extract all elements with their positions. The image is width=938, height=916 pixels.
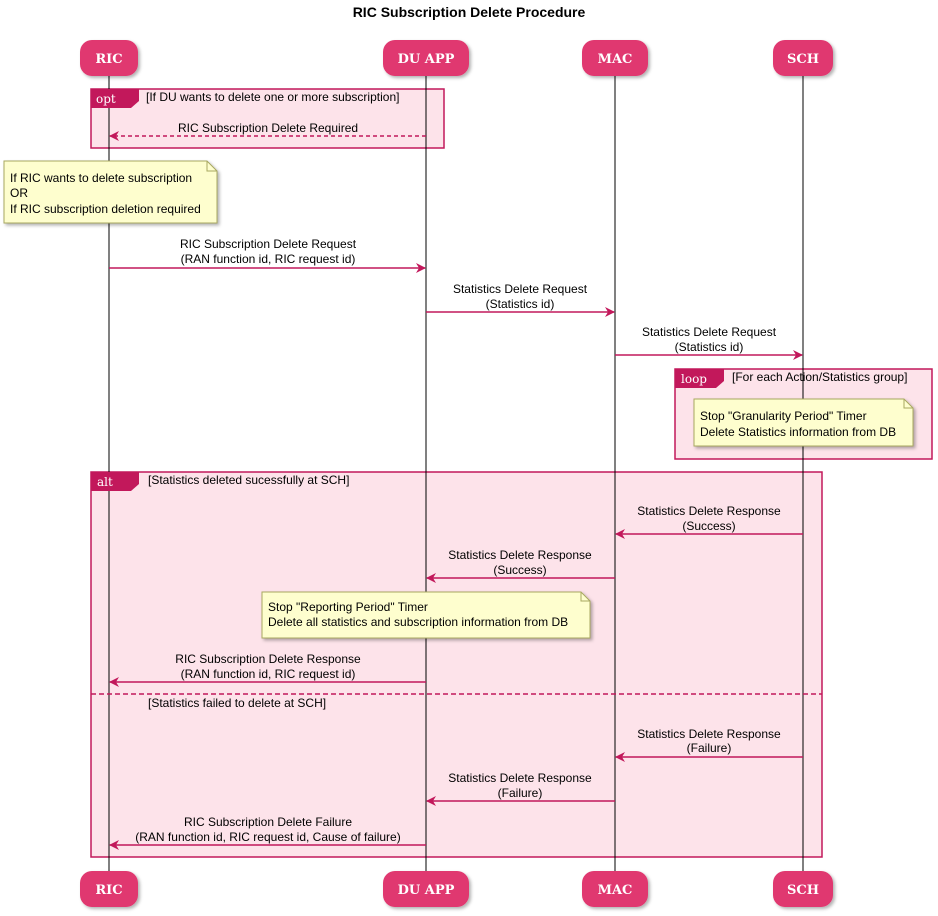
message-stats-delete-response-failure-sch: Statistics Delete Response (Failure) — [615, 727, 803, 762]
message-stats-delete-response-failure-mac: Statistics Delete Response (Failure) — [426, 771, 615, 806]
opt-fragment-header: opt [If DU wants to delete one or more s… — [91, 89, 399, 108]
message-stats-delete-request-mac: Statistics Delete Request (Statistics id… — [426, 282, 615, 317]
message-label-line-1: RIC Subscription Delete Failure — [184, 815, 352, 829]
participant-label: DU APP — [398, 883, 455, 898]
participant-label: MAC — [598, 52, 633, 67]
note-du-timer — [261, 591, 591, 639]
opt-tab — [91, 89, 139, 108]
message-stats-delete-request-sch: Statistics Delete Request (Statistics id… — [615, 325, 803, 360]
message-label-line-1: Statistics Delete Response — [637, 727, 781, 741]
message-label-line-1: RIC Subscription Delete Request — [180, 237, 357, 251]
message-ric-delete-request: RIC Subscription Delete Request (RAN fun… — [109, 237, 426, 273]
message-label-line-2: (Success) — [493, 563, 546, 577]
note-ric-line-1: If RIC wants to delete subscription — [10, 171, 192, 185]
participant-mac-bottom: MAC — [582, 871, 648, 907]
message-label-line-1: Statistics Delete Response — [448, 771, 592, 785]
note-ric-conditions — [3, 160, 218, 224]
alt-fragment-frame — [90, 471, 823, 858]
participant-du-app-bottom: DU APP — [383, 871, 469, 907]
alt-fragment-header: alt [Statistics deleted sucessfully at S… — [91, 472, 822, 710]
participant-mac-top: MAC — [582, 40, 648, 76]
message-label-line-2: (Success) — [682, 519, 735, 533]
participant-ric-top: RIC — [80, 40, 138, 76]
message-label-line-1: Statistics Delete Response — [637, 504, 781, 518]
note-du-line-2: Delete all statistics and subscription i… — [268, 615, 568, 629]
participant-label: SCH — [787, 883, 819, 898]
note-sch-line-2: Delete Statistics information from DB — [700, 425, 896, 439]
loop-condition: [For each Action/Statistics group] — [732, 370, 907, 384]
participant-du-app-top: DU APP — [383, 40, 469, 76]
message-ric-delete-response: RIC Subscription Delete Response (RAN fu… — [109, 652, 426, 687]
alt-else-condition: [Statistics failed to delete at SCH] — [148, 696, 326, 710]
alt-tab — [91, 472, 139, 491]
message-label-line-1: Statistics Delete Request — [453, 282, 588, 296]
participant-label: MAC — [598, 883, 633, 898]
message-label-line-1: RIC Subscription Delete Response — [175, 652, 361, 666]
alt-tag: alt — [97, 475, 113, 489]
participant-label: RIC — [95, 52, 122, 67]
loop-fragment-header: loop [For each Action/Statistics group] — [675, 369, 907, 388]
message-label-line-2: (RAN function id, RIC request id, Cause … — [135, 830, 400, 844]
message-label-line-2: (Failure) — [687, 741, 732, 755]
message-label-line-1: Statistics Delete Response — [448, 548, 592, 562]
note-ric-line-3: If RIC subscription deletion required — [10, 202, 201, 216]
opt-condition: [If DU wants to delete one or more subsc… — [146, 90, 399, 104]
loop-tab — [675, 369, 724, 388]
loop-tag: loop — [681, 372, 707, 386]
note-du-line-1: Stop "Reporting Period" Timer — [268, 600, 428, 614]
note-sch-timer — [693, 398, 914, 447]
note-ric-line-2: OR — [10, 186, 28, 200]
participant-ric-bottom: RIC — [80, 871, 138, 907]
participant-label: RIC — [95, 883, 122, 898]
message-label-line-2: (RAN function id, RIC request id) — [181, 252, 356, 266]
message-stats-delete-response-success-sch: Statistics Delete Response (Success) — [615, 504, 803, 539]
message-label-line-2: (Statistics id) — [486, 297, 555, 311]
alt-condition: [Statistics deleted sucessfully at SCH] — [148, 473, 349, 487]
message-ric-delete-failure: RIC Subscription Delete Failure (RAN fun… — [109, 815, 426, 850]
diagram-title: RIC Subscription Delete Procedure — [353, 4, 586, 20]
opt-fragment-frame — [90, 88, 445, 149]
participant-sch-bottom: SCH — [773, 871, 833, 907]
message-label-line-2: (Failure) — [498, 786, 543, 800]
message-label-line-2: (RAN function id, RIC request id) — [181, 667, 356, 681]
message-label: RIC Subscription Delete Required — [178, 121, 358, 135]
message-ric-delete-required: RIC Subscription Delete Required — [109, 121, 426, 141]
message-label-line-1: Statistics Delete Request — [642, 325, 777, 339]
message-stats-delete-response-success-mac: Statistics Delete Response (Success) — [426, 548, 615, 583]
message-label-line-2: (Statistics id) — [675, 340, 744, 354]
note-sch-line-1: Stop "Granularity Period" Timer — [700, 409, 867, 423]
opt-tag: opt — [96, 92, 116, 106]
participant-label: SCH — [787, 52, 819, 67]
participant-sch-top: SCH — [773, 40, 833, 76]
participant-label: DU APP — [398, 52, 455, 67]
